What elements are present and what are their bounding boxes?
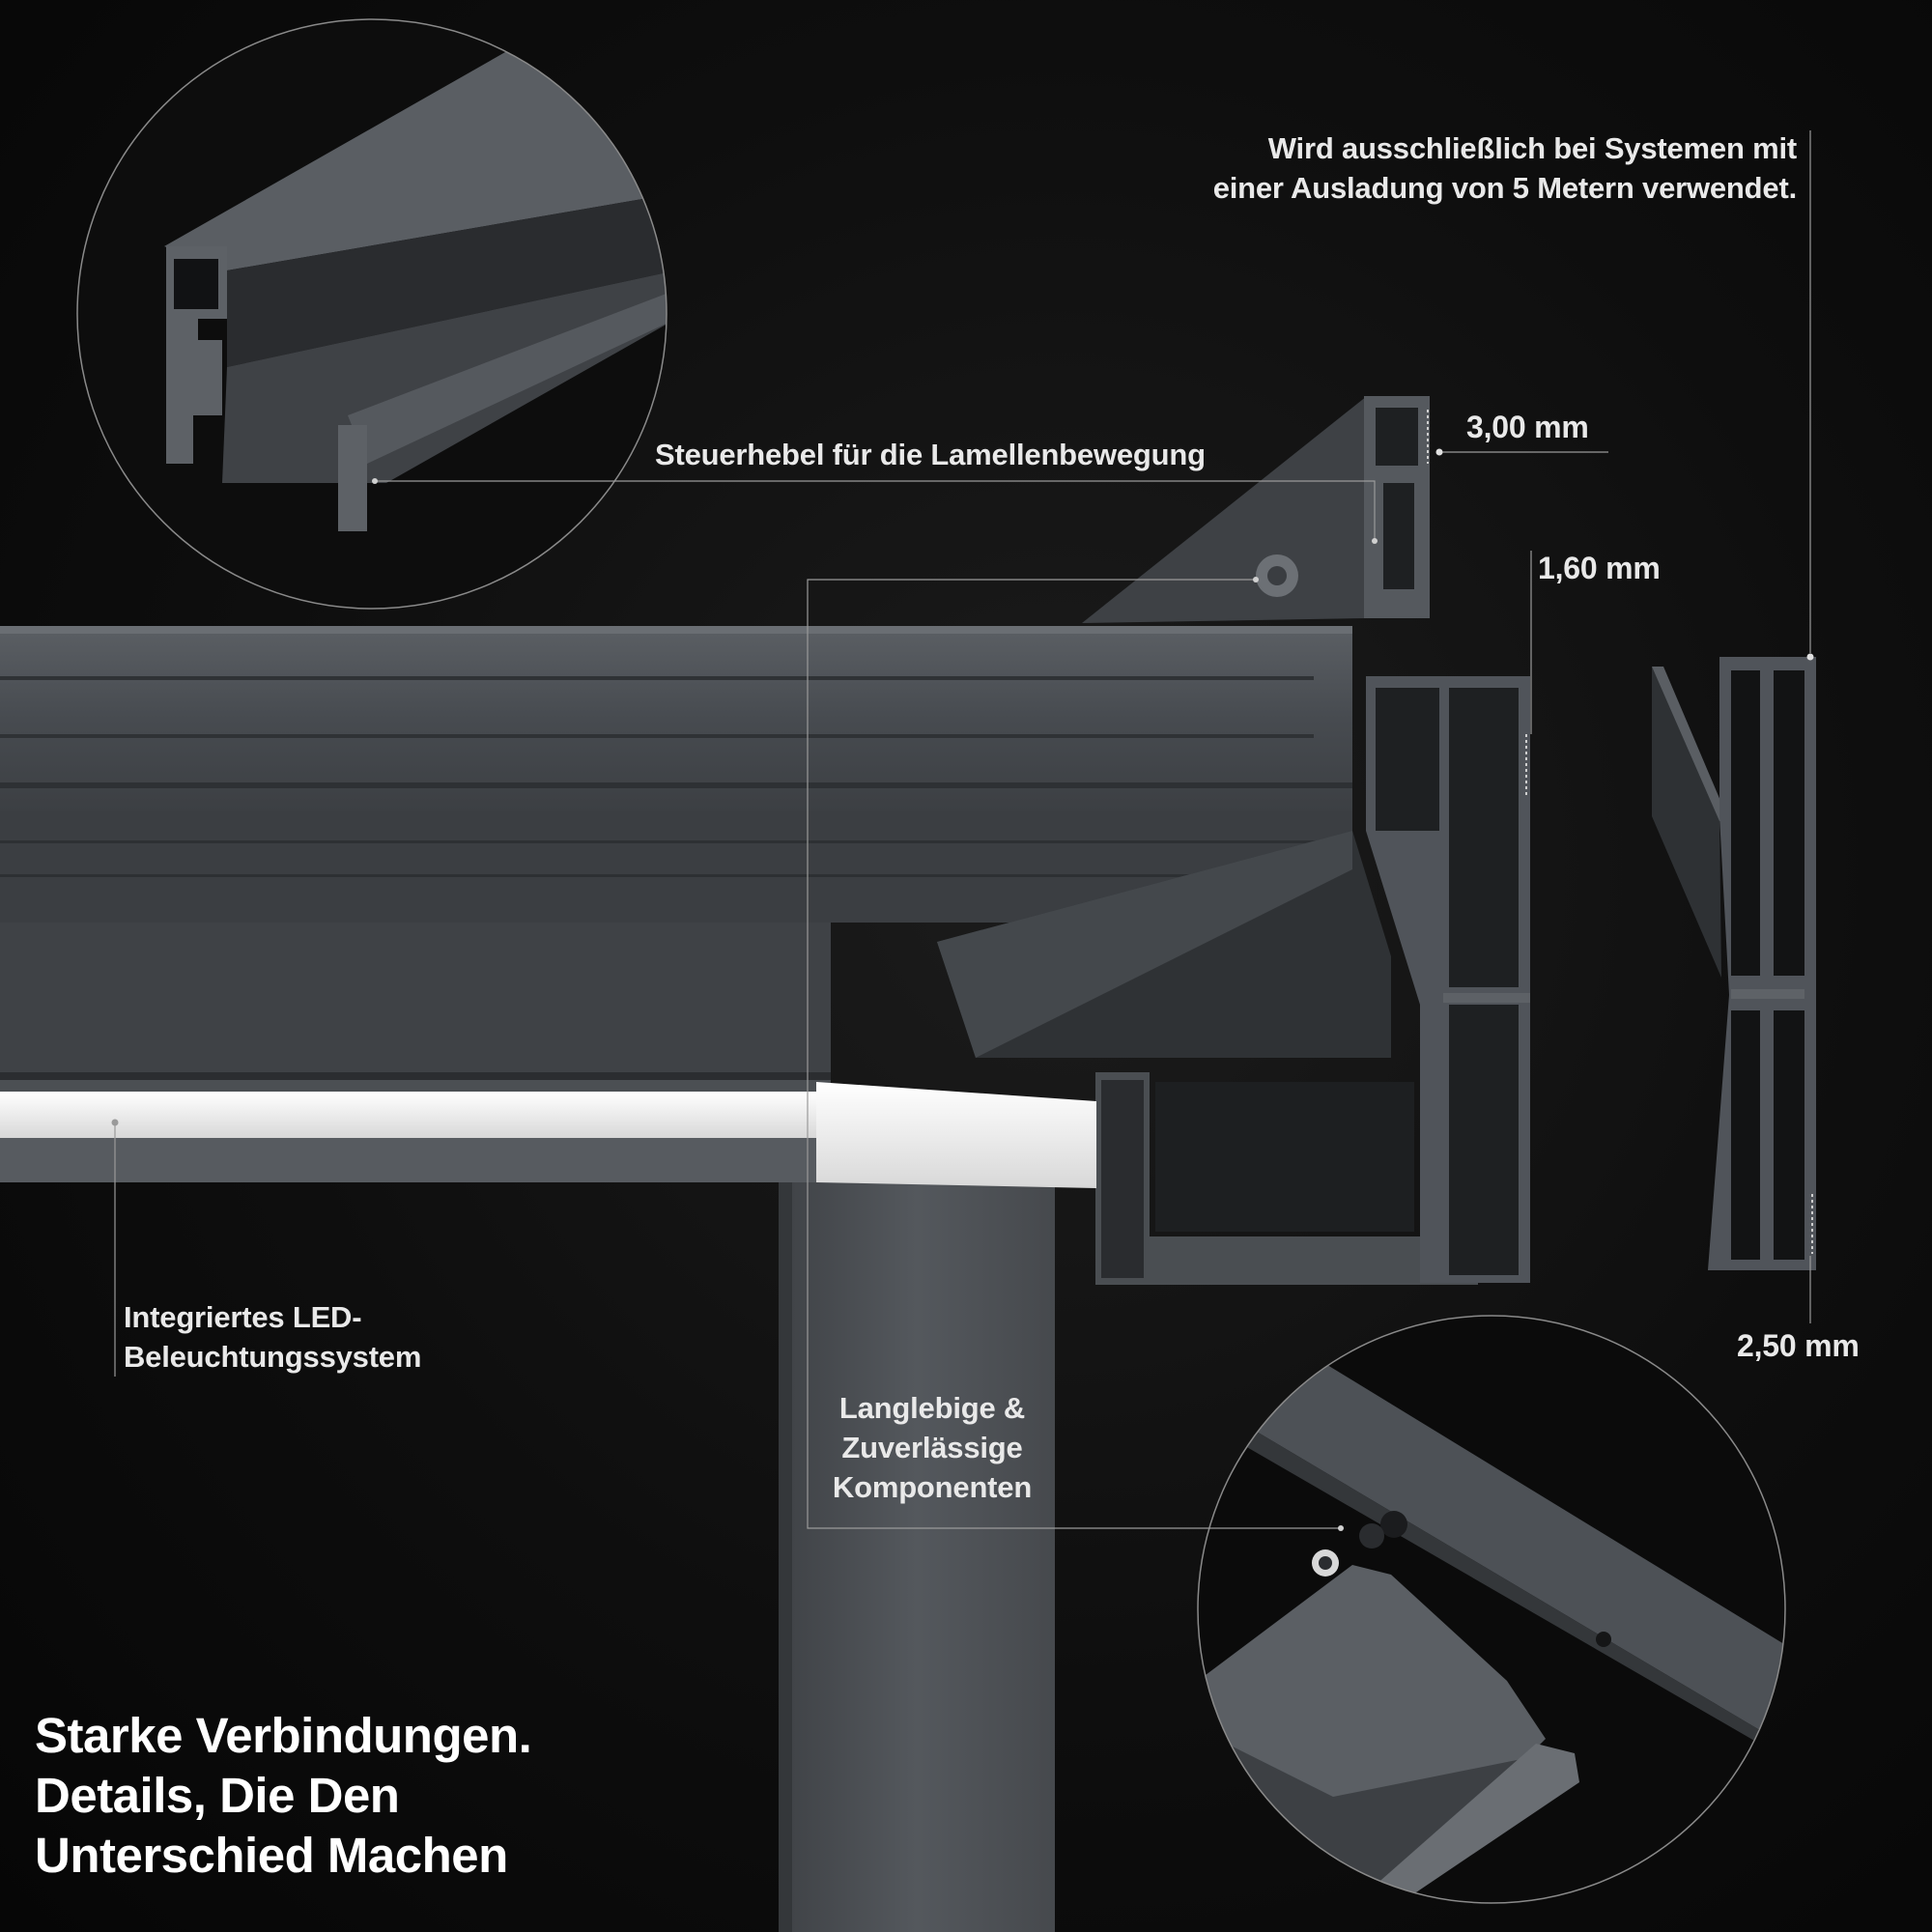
detail-circle-bottom-right [1197, 1315, 1786, 1904]
label-dim-250: 2,50 mm [1737, 1328, 1860, 1363]
led-line-1: Integriertes LED- [124, 1300, 362, 1334]
main-beam [0, 396, 1367, 1932]
headline-line-3: Unterschied Machen [35, 1828, 508, 1883]
leader-components [807, 579, 1341, 1529]
components-line-3: Komponenten [832, 1470, 1033, 1504]
detail-circle-top-left [76, 18, 668, 610]
leader-steuerhebel [375, 480, 1376, 541]
reinforcement-profile [1652, 657, 1816, 1270]
headline-line-2: Details, Die Den [35, 1768, 400, 1823]
note-line-2: einer Ausladung von 5 Metern verwendet. [1212, 171, 1798, 205]
led-strip [0, 1092, 831, 1138]
pergola-post [779, 1182, 1055, 1932]
leader-lines [111, 130, 1814, 1531]
label-dim-160: 1,60 mm [1538, 551, 1661, 585]
headline: Starke Verbindungen. Details, Die Den Un… [35, 1706, 532, 1886]
headline-line-1: Starke Verbindungen. [35, 1708, 532, 1763]
label-dim-300: 3,00 mm [1466, 410, 1589, 444]
note-line-1: Wird ausschließlich bei Systemen mit [1267, 131, 1797, 165]
label-steuerhebel: Steuerhebel für die Lamellenbewegung [655, 438, 1206, 471]
note-text: Wird ausschließlich bei Systemen mit ein… [1111, 128, 1798, 208]
led-line-2: Beleuchtungssystem [124, 1340, 422, 1374]
label-led: Integriertes LED- Beleuchtungssystem [124, 1297, 421, 1377]
components-line-2: Zuverlässige [841, 1431, 1023, 1464]
components-line-1: Langlebige & [838, 1391, 1026, 1425]
gutter-cross-section [816, 396, 1530, 1285]
label-components: Langlebige & Zuverlässige Komponenten [792, 1388, 1072, 1507]
thickness-markers [1427, 410, 1813, 1254]
